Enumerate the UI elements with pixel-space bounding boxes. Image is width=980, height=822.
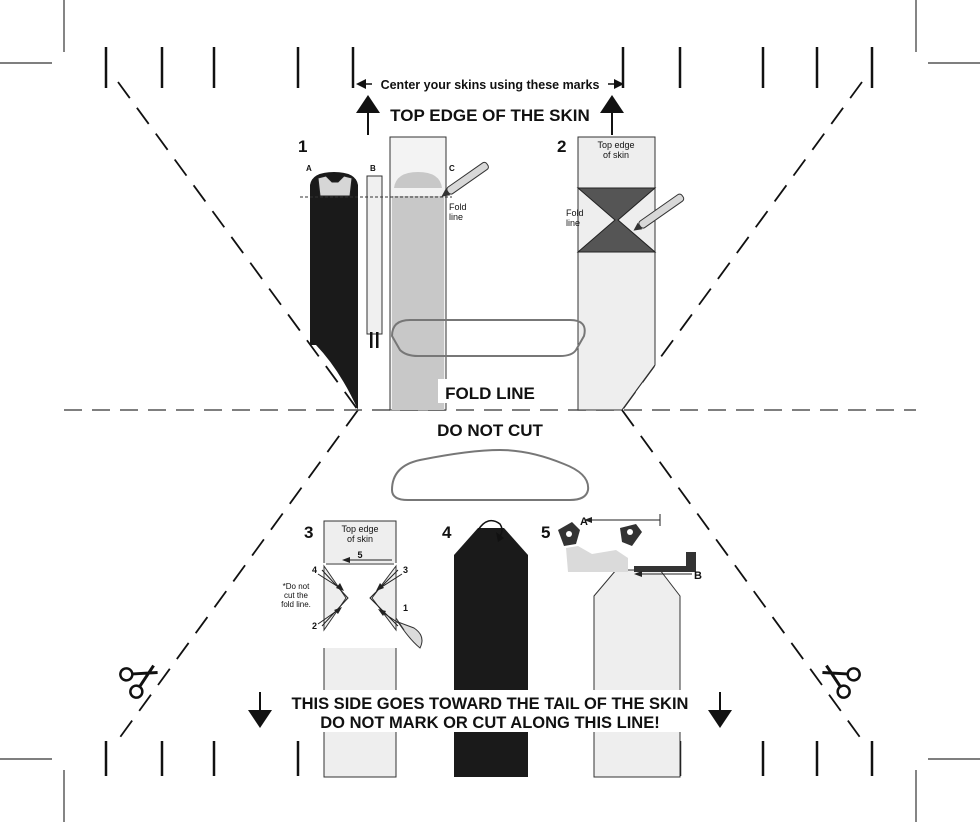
step-3-cut-5: 5 [357, 550, 362, 560]
step-1-label-b: B [370, 164, 376, 173]
step-5-label-a: A [580, 516, 588, 528]
tail-clip-icon [634, 552, 696, 572]
down-arrow-right [708, 692, 732, 728]
fold-arrow-icon [477, 519, 503, 537]
pen-icon [633, 193, 685, 231]
skin-2 [577, 136, 656, 411]
step-5-illustration: 5 A B [541, 514, 702, 778]
step-5-number: 5 [541, 523, 550, 542]
step-3-illustration: 3 Top edge of skin 5 4 3 2 1 *Do not cut… [281, 520, 423, 778]
step-3-top-edge-1: Top edge [341, 524, 378, 534]
top-edge-heading: TOP EDGE OF THE SKIN [390, 106, 590, 125]
step-3-cut-1: 1 [403, 603, 408, 613]
step-3-number: 3 [304, 523, 313, 542]
step-4-illustration: 4 [442, 519, 528, 777]
do-not-mark-warning: DO NOT MARK OR CUT ALONG THIS LINE! [320, 714, 659, 732]
step-2-top-edge-1: Top edge [597, 140, 634, 150]
step-3-note-3: fold line. [281, 600, 311, 609]
tip-clip-left-icon [558, 522, 580, 546]
tail-side-heading: THIS SIDE GOES TOWARD THE TAIL OF THE SK… [292, 695, 689, 713]
tip-hardware-a [317, 175, 353, 197]
step-3-cut-2: 2 [312, 621, 317, 631]
bowtie-mark [576, 187, 657, 253]
do-not-cut-label: DO NOT CUT [437, 421, 543, 440]
step-1-illustration: 1 A B C Fold line [298, 136, 489, 411]
up-arrow-left [356, 95, 380, 135]
step-1-label-a: A [306, 164, 312, 173]
step-1-fold-label-2: line [449, 212, 463, 222]
step-2-fold-label-2: line [566, 218, 580, 228]
center-marks-label: Center your skins using these marks [356, 75, 624, 93]
skin-b-strip [366, 175, 383, 335]
knife-icon [395, 617, 423, 649]
pen-icon [441, 161, 489, 197]
step-2-illustration: 2 Top edge of skin Fold line [557, 136, 685, 411]
centering-ticks-top [104, 47, 874, 88]
fold-line-label: FOLD LINE [445, 384, 535, 403]
skin-a-black [310, 172, 358, 410]
step-2-fold-label-1: Fold [566, 208, 584, 218]
tip-outline-top [390, 319, 586, 357]
step-2-number: 2 [557, 137, 566, 156]
step-5-label-b: B [694, 570, 702, 582]
tip-clip-right-icon [620, 524, 642, 546]
step-1-fold-label-1: Fold [449, 202, 467, 212]
step-3-note-2: cut the [284, 591, 309, 600]
step-3-cut-4: 4 [312, 565, 317, 575]
diagonal-guide-lines [117, 81, 863, 741]
step-1-label-c: C [449, 164, 455, 173]
center-marks-text: Center your skins using these marks [381, 78, 600, 92]
step-3-cut-3: 3 [403, 565, 408, 575]
up-arrow-right [600, 95, 624, 135]
step-2-top-edge-2: of skin [603, 150, 629, 160]
skin-5 [593, 569, 681, 778]
scissors-icon [822, 664, 861, 699]
step-3-note-1: *Do not [283, 582, 310, 591]
scissors-icon [119, 664, 158, 699]
skin-4-black [454, 528, 528, 777]
tip-outline-bottom [390, 448, 590, 501]
step-1-number: 1 [298, 137, 307, 156]
step-4-number: 4 [442, 523, 452, 542]
down-arrow-left [248, 692, 272, 728]
step-3-top-edge-2: of skin [347, 534, 373, 544]
